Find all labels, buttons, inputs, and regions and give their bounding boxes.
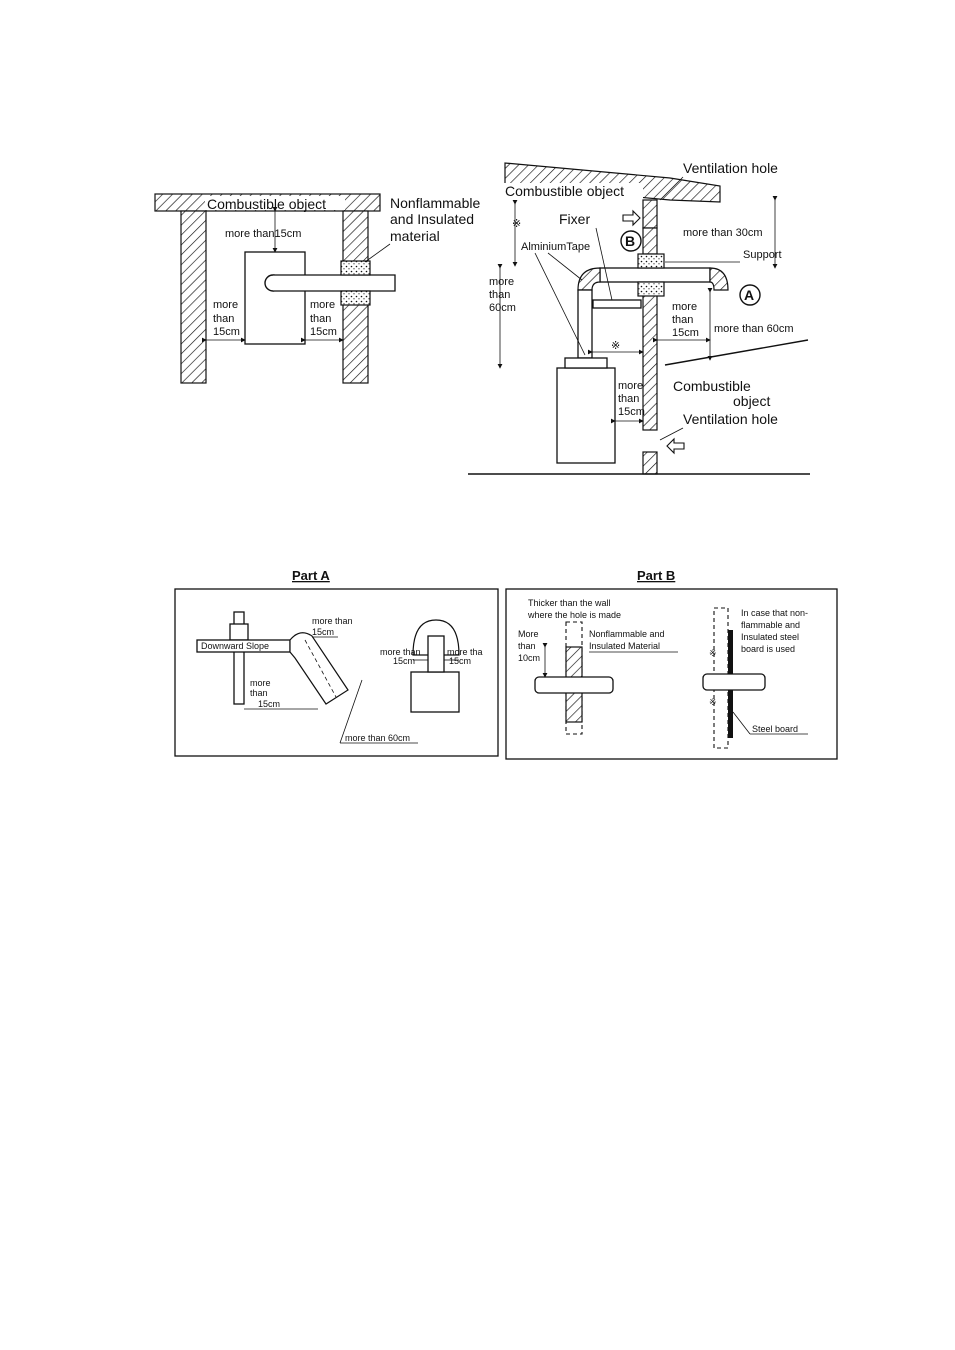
- part-b-than: than: [518, 641, 536, 651]
- part-b-pipe-left: [534, 676, 614, 694]
- outside-elbow: [709, 267, 729, 291]
- part-a-top-cm: 15cm: [312, 627, 334, 637]
- right-clearance-than: than: [310, 313, 331, 325]
- boiler-15-cm: 15cm: [618, 406, 645, 418]
- combustible-lower-1: Combustible: [673, 378, 751, 394]
- part-a-mid-than: than: [250, 688, 268, 698]
- part-a-top-more-than: more than: [312, 616, 353, 626]
- right-clearance-cm: 15cm: [310, 326, 337, 338]
- part-a-heading: Part A: [292, 568, 330, 583]
- thicker-label-2: where the hole is made: [527, 610, 621, 620]
- part-b-case-2: flammable and: [741, 620, 800, 630]
- part-b-cm: 10cm: [518, 653, 540, 663]
- boiler-15-than: than: [618, 393, 639, 405]
- more-than-30-label: more than 30cm: [683, 227, 762, 239]
- part-a-mid-more: more: [250, 678, 271, 688]
- part-a-mid-cm: 15cm: [258, 699, 280, 709]
- boiler-unit-right: [556, 367, 616, 464]
- part-a-post: [233, 611, 245, 705]
- flue-pipe: [273, 274, 396, 292]
- ventilation-arrow-bottom: [666, 437, 685, 455]
- ventilation-hole-top-label: Ventilation hole: [683, 160, 778, 176]
- mark-a-circle: [739, 284, 761, 306]
- part-a-vertical-pipe: [427, 635, 445, 673]
- aluminium-tape-label: AlminiumTape: [521, 241, 590, 253]
- mid-15-more: more: [672, 301, 697, 313]
- lower-slope-line: [664, 339, 809, 366]
- downward-slope-label: Downward Slope: [201, 641, 269, 651]
- left-60-cm: 60cm: [489, 302, 516, 314]
- roof-slope: [504, 162, 721, 203]
- part-b-frame: [505, 588, 838, 760]
- right-clearance-more: more: [310, 299, 335, 311]
- part-a-right-more-than: more tha: [447, 647, 483, 657]
- nonflammable-label-2: and Insulated: [390, 211, 474, 227]
- top-right-diagram: Combustible object Ventilation hole Fixe…: [468, 160, 810, 475]
- vertical-flue: [577, 289, 593, 359]
- left-clearance-cm: 15cm: [213, 326, 240, 338]
- left-clearance-than: than: [213, 313, 234, 325]
- left-60-than: than: [489, 289, 510, 301]
- part-b-asterisk-1: ※: [709, 648, 717, 658]
- mark-b-circle: [620, 230, 642, 252]
- mark-b-label: B: [625, 233, 635, 249]
- boiler-top: [564, 357, 608, 369]
- insulation-lower: [340, 290, 371, 306]
- asterisk-mid: ※: [611, 340, 620, 352]
- thicker-label-1: Thicker than the wall: [528, 598, 611, 608]
- boiler-unit: [244, 251, 306, 345]
- part-b-asterisk-2: ※: [709, 697, 717, 707]
- combustible-object-top-label: Combustible object: [505, 183, 624, 199]
- left-wall: [180, 210, 207, 384]
- part-b-nonflammable-1: Nonflammable and: [589, 629, 665, 639]
- part-b-case-1: In case that non-: [741, 608, 808, 618]
- mid-15-than: than: [672, 314, 693, 326]
- wall-bottom: [642, 451, 658, 475]
- part-b-steel-board-label: Steel board: [752, 724, 798, 734]
- part-b-pipe-right: [702, 673, 766, 691]
- part-b-case-4: board is used: [741, 644, 795, 654]
- part-a-left-more-than: more than: [380, 647, 421, 657]
- mid-15-cm: 15cm: [672, 327, 699, 339]
- combustible-lower-2: object: [733, 393, 770, 409]
- part-a-box-right: [410, 671, 460, 713]
- part-b-more: More: [518, 629, 539, 639]
- wall-segment: [642, 227, 658, 255]
- insulation-wall-lower: [637, 281, 665, 297]
- part-a-left-cm: 15cm: [393, 656, 415, 666]
- more-than-60-label: more than 60cm: [714, 323, 793, 335]
- ventilation-arrow-top: [622, 209, 641, 227]
- support-label: Support: [743, 249, 782, 261]
- fixer-label: Fixer: [559, 211, 590, 227]
- wall-lower: [642, 289, 658, 431]
- ventilation-hole-bottom-label: Ventilation hole: [683, 411, 778, 427]
- combustible-object-label: Combustible object: [207, 196, 326, 212]
- top-left-diagram: Combustible object more than15cm more th…: [154, 193, 480, 384]
- part-a-more-than-60: more than 60cm: [345, 733, 410, 743]
- asterisk-left: ※: [512, 218, 521, 230]
- nonflammable-label-1: Nonflammable: [390, 195, 480, 211]
- part-b-nonflammable-2: Insulated Material: [589, 641, 660, 651]
- part-b-panel: Part B Thicker than the wall where the h…: [505, 568, 838, 760]
- part-a-elbow: [289, 632, 349, 705]
- insulation-wall-upper: [637, 253, 665, 269]
- boiler-15-more: more: [618, 380, 643, 392]
- top-clearance-label: more than15cm: [225, 228, 301, 240]
- wall-upper: [642, 199, 658, 229]
- left-clearance-more: more: [213, 299, 238, 311]
- insulation-upper: [340, 260, 371, 276]
- part-a-panel: Part A Downward Slope more than 15cm mor…: [174, 568, 499, 757]
- mark-a-label: A: [744, 287, 754, 303]
- part-a-right-cm: 15cm: [449, 656, 471, 666]
- part-a-clamp: [229, 623, 249, 641]
- left-60-more: more: [489, 276, 514, 288]
- nonflammable-label-3: material: [390, 228, 440, 244]
- horizontal-flue: [599, 267, 711, 283]
- part-b-heading: Part B: [637, 568, 675, 583]
- part-b-case-3: Insulated steel: [741, 632, 799, 642]
